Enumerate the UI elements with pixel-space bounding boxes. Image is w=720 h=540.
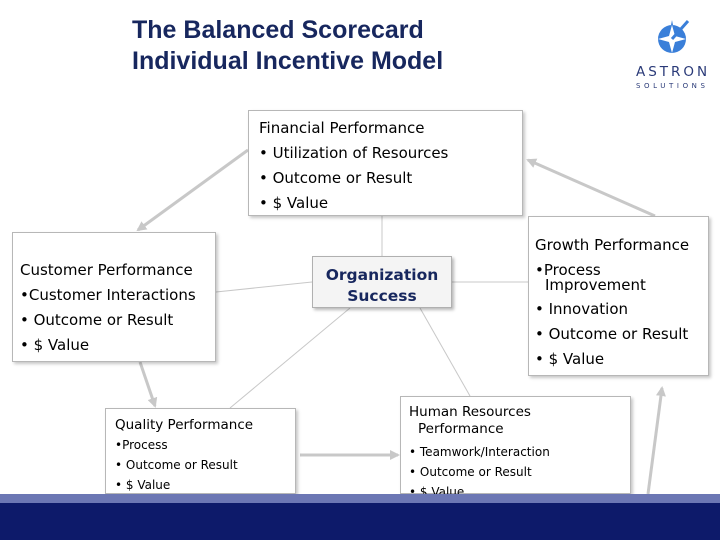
organization-success-box: Organization Success	[312, 256, 452, 308]
quality-item: •Process	[115, 438, 168, 452]
title-line-2: Individual Incentive Model	[132, 47, 444, 75]
financial-item: • Outcome or Result	[259, 169, 413, 187]
title-line-1: The Balanced Scorecard	[132, 16, 424, 44]
growth-process: •Process	[535, 261, 601, 279]
customer-performance-box: Customer Performance •Customer Interacti…	[12, 232, 216, 362]
astron-star-logo-icon	[658, 20, 690, 53]
financial-heading: Financial Performance	[259, 119, 425, 137]
logo-subtitle: SOLUTIONS	[636, 82, 709, 90]
growth-item: • $ Value	[535, 350, 605, 368]
financial-item: • $ Value	[259, 194, 329, 212]
hr-heading: Human Resources	[409, 404, 531, 420]
arrow-hr-to-growth	[646, 386, 666, 495]
arrow-growth-to-financial	[526, 158, 656, 218]
financial-performance-box: Financial Performance • Utilization of R…	[248, 110, 523, 216]
footer-stripe	[0, 494, 720, 503]
center-line-2: Success	[347, 287, 417, 305]
growth-performance-box: Growth Performance •Process Improvement …	[528, 216, 709, 376]
financial-item: • Utilization of Resources	[259, 144, 449, 162]
customer-item: • Outcome or Result	[20, 311, 174, 329]
quality-item: • $ Value	[115, 478, 171, 492]
link-center-to-quality	[229, 307, 351, 409]
customer-heading: Customer Performance	[20, 261, 193, 279]
human-resources-performance-box: Human Resources Performance • Teamwork/I…	[400, 396, 631, 499]
slide-title: The Balanced Scorecard Individual Incent…	[132, 15, 443, 77]
link-center-to-customer	[215, 281, 313, 293]
footer-band	[0, 503, 720, 540]
arrow-financial-to-customer	[136, 148, 249, 232]
quality-item: • Outcome or Result	[115, 458, 238, 472]
growth-item: • Innovation	[535, 300, 629, 318]
arrow-customer-to-quality	[138, 361, 158, 408]
growth-process-continued: Improvement	[545, 276, 646, 294]
hr-item: • Teamwork/Interaction	[409, 445, 550, 459]
customer-item: •Customer Interactions	[20, 286, 196, 304]
center-line-1: Organization	[325, 266, 439, 284]
link-center-to-hr	[419, 307, 471, 397]
quality-performance-box: Quality Performance •Process • Outcome o…	[105, 408, 296, 494]
hr-heading-continued: Performance	[418, 421, 504, 437]
quality-heading: Quality Performance	[115, 417, 254, 433]
hr-item: • Outcome or Result	[409, 465, 532, 479]
customer-item: • $ Value	[20, 336, 90, 354]
growth-item: • Outcome or Result	[535, 325, 689, 343]
growth-heading: Growth Performance	[535, 236, 690, 254]
logo-name: ASTRON	[636, 64, 711, 80]
